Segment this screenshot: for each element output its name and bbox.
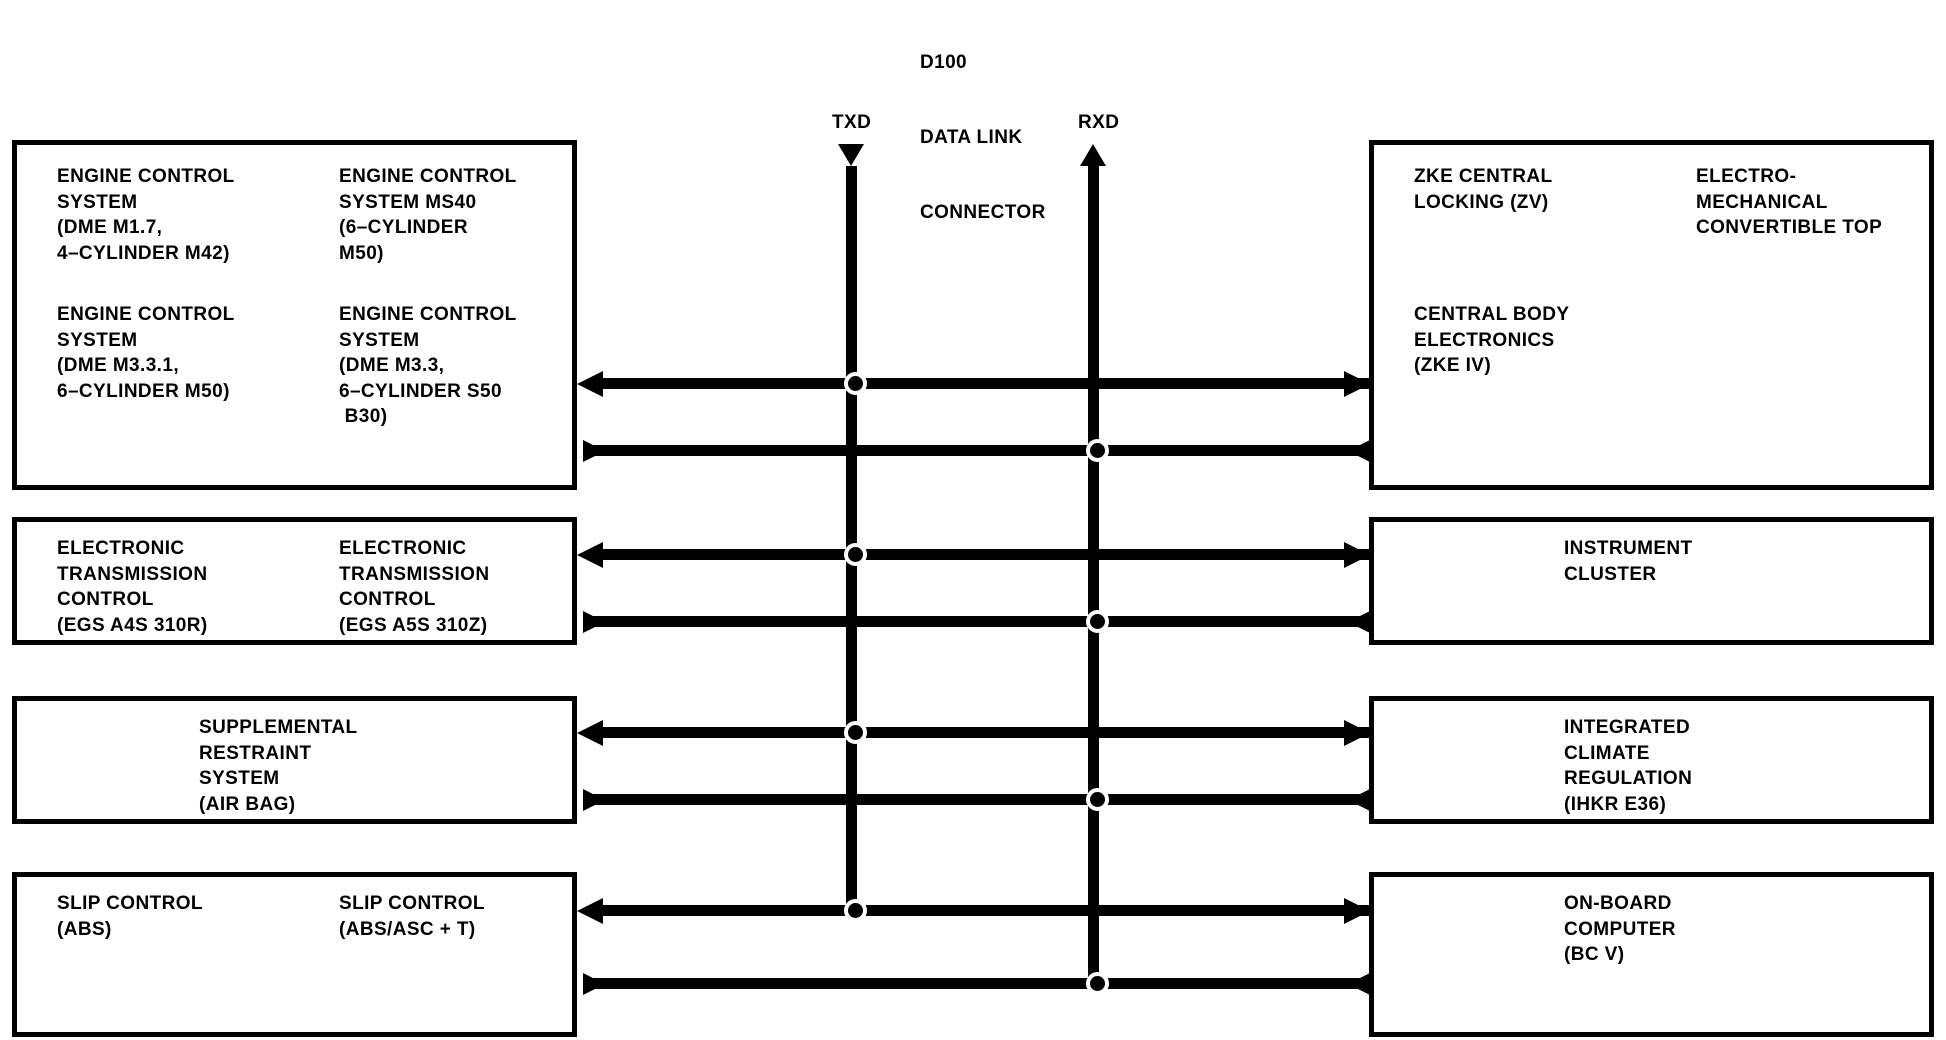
module-box-instrument-cluster[interactable]: INSTRUMENT CLUSTER (1369, 517, 1934, 645)
bus-junction-rxd-4 (1086, 972, 1109, 995)
bus-branch-4-transmit (583, 978, 1370, 989)
connector-title-line3: CONNECTOR (920, 202, 1046, 223)
bus-branch-4-receive-arrow-left-icon (577, 898, 603, 924)
body-electronics-col-a: ZKE CENTRAL LOCKING (ZV) (1414, 166, 1553, 213)
rxd-arrowhead-icon (1080, 144, 1106, 166)
bus-branch-1-receive-arrow-right-icon (1344, 371, 1370, 397)
bus-branch-3-receive (600, 727, 1370, 738)
module-box-airbag[interactable]: SUPPLEMENTAL RESTRAINT SYSTEM (AIR BAG) (12, 696, 577, 824)
bus-junction-txd-1 (844, 372, 867, 395)
bus-branch-1-transmit (583, 445, 1370, 456)
slip-control-col-b: SLIP CONTROL (ABS/ASC + T) (339, 893, 485, 940)
bus-branch-4-transmit-tail-right-icon (1348, 973, 1370, 995)
engine-control-col-a: ENGINE CONTROL SYSTEM (DME M1.7, 4–CYLIN… (57, 166, 235, 264)
bus-branch-2-transmit-tail-left-icon (583, 611, 605, 633)
on-board-computer-col-a: ON-BOARD COMPUTER (BC V) (1564, 893, 1676, 965)
transmission-control-col-a: ELECTRONIC TRANSMISSION CONTROL (EGS A4S… (57, 538, 208, 636)
bus-branch-2-receive (600, 549, 1370, 560)
module-box-transmission-control[interactable]: ELECTRONIC TRANSMISSION CONTROL (EGS A4S… (12, 517, 577, 645)
txd-arrowhead-icon (838, 144, 864, 166)
slip-control-col-a: SLIP CONTROL (ABS) (57, 893, 203, 940)
bus-junction-rxd-1 (1086, 439, 1109, 462)
bus-branch-1-transmit-tail-right-icon (1348, 440, 1370, 462)
bus-branch-4-receive (600, 905, 1370, 916)
txd-label: TXD (832, 112, 872, 133)
module-box-slip-control[interactable]: SLIP CONTROL (ABS) SLIP CONTROL (ABS/ASC… (12, 872, 577, 1037)
bus-branch-3-receive-arrow-right-icon (1344, 720, 1370, 746)
body-electronics-col-b: ELECTRO- MECHANICAL CONVERTIBLE TOP (1696, 166, 1883, 238)
connector-title: D100 DATA LINK CONNECTOR (920, 0, 1046, 275)
rxd-bus-line (1088, 162, 1099, 984)
bus-branch-1-receive-arrow-left-icon (577, 371, 603, 397)
engine-control-col-b2: ENGINE CONTROL SYSTEM (DME M3.3, 6–CYLIN… (339, 304, 517, 427)
bus-branch-2-transmit-tail-right-icon (1348, 611, 1370, 633)
module-box-body-electronics[interactable]: ZKE CENTRAL LOCKING (ZV) ELECTRO- MECHAN… (1369, 140, 1934, 490)
instrument-cluster-col-a: INSTRUMENT CLUSTER (1564, 538, 1693, 585)
engine-control-col-b: ENGINE CONTROL SYSTEM MS40 (6–CYLINDER M… (339, 166, 517, 264)
bus-branch-4-transmit-tail-left-icon (583, 973, 605, 995)
module-box-on-board-computer[interactable]: ON-BOARD COMPUTER (BC V) (1369, 872, 1934, 1037)
bus-branch-2-receive-arrow-right-icon (1344, 542, 1370, 568)
bus-branch-3-transmit (583, 794, 1370, 805)
connector-title-line2: DATA LINK (920, 127, 1023, 148)
bus-branch-4-receive-arrow-right-icon (1344, 898, 1370, 924)
connector-title-line1: D100 (920, 52, 968, 73)
transmission-control-col-b: ELECTRONIC TRANSMISSION CONTROL (EGS A5S… (339, 538, 490, 636)
bus-junction-txd-2 (844, 543, 867, 566)
bus-branch-1-receive (600, 378, 1370, 389)
rxd-label: RXD (1078, 112, 1120, 133)
bus-junction-txd-3 (844, 721, 867, 744)
txd-bus-line (846, 166, 857, 916)
bus-branch-2-transmit (583, 616, 1370, 627)
bus-junction-txd-4 (844, 899, 867, 922)
body-electronics-col-a2: CENTRAL BODY ELECTRONICS (ZKE IV) (1414, 304, 1570, 376)
climate-regulation-col-a: INTEGRATED CLIMATE REGULATION (IHKR E36) (1564, 717, 1693, 815)
bus-branch-1-transmit-tail-left-icon (583, 440, 605, 462)
bus-branch-3-transmit-tail-right-icon (1348, 789, 1370, 811)
bus-junction-rxd-3 (1086, 788, 1109, 811)
engine-control-col-a2: ENGINE CONTROL SYSTEM (DME M3.3.1, 6–CYL… (57, 304, 235, 402)
bus-branch-3-transmit-tail-left-icon (583, 789, 605, 811)
module-box-engine-control[interactable]: ENGINE CONTROL SYSTEM (DME M1.7, 4–CYLIN… (12, 140, 577, 490)
module-box-climate-regulation[interactable]: INTEGRATED CLIMATE REGULATION (IHKR E36) (1369, 696, 1934, 824)
bus-branch-3-receive-arrow-left-icon (577, 720, 603, 746)
bus-junction-rxd-2 (1086, 610, 1109, 633)
bus-branch-2-receive-arrow-left-icon (577, 542, 603, 568)
airbag-col-a: SUPPLEMENTAL RESTRAINT SYSTEM (AIR BAG) (199, 717, 358, 815)
